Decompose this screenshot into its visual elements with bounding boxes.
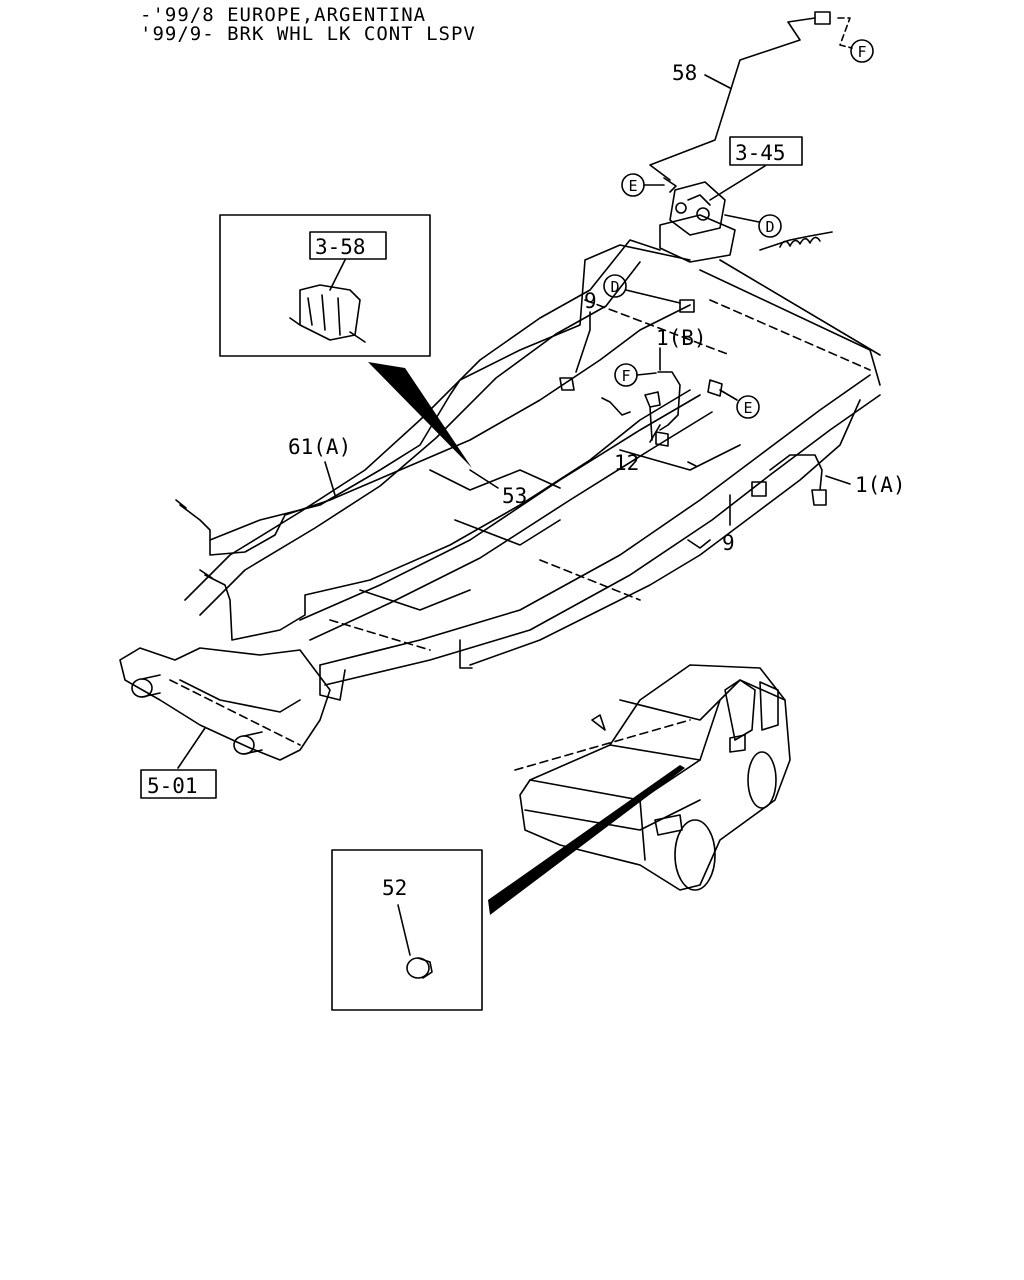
callout-3-58: 3-58 <box>315 235 366 259</box>
brake-hose-1a <box>769 454 823 491</box>
callout-53: 53 <box>502 484 527 508</box>
marker-d-frame-label: D <box>610 278 619 296</box>
callout-5-01: 5-01 <box>147 774 198 798</box>
callout-3-45: 3-45 <box>735 141 786 165</box>
header-line-2: '99/9- BRK WHL LK CONT LSPV <box>140 23 476 45</box>
callout-58: 58 <box>672 61 697 85</box>
callout-1b: 1(B) <box>656 326 707 350</box>
inset-box-clip <box>219 214 431 357</box>
header-line-1: -'99/8 EUROPE,ARGENTINA <box>140 4 427 26</box>
callout-61a: 61(A) <box>288 435 351 459</box>
marker-e-valve-label: E <box>628 177 637 195</box>
callout-1a: 1(A) <box>855 473 906 497</box>
marker-f-top-label: F <box>857 43 866 61</box>
marker-d-frame <box>603 274 627 298</box>
marker-f-hose-label: F <box>621 367 630 385</box>
marker-d-valve <box>758 214 782 238</box>
lspv-valve <box>659 177 833 263</box>
inset-box-plug <box>331 849 483 1011</box>
callout-9-upper: 9 <box>584 289 597 313</box>
ref-box-3-45 <box>729 136 803 166</box>
callout-9-lower: 9 <box>722 531 735 555</box>
ref-box-5-01 <box>140 769 217 799</box>
marker-e-frame <box>736 395 760 419</box>
callout-12: 12 <box>614 451 639 475</box>
marker-d-valve-label: D <box>765 218 774 236</box>
chassis-frame <box>119 239 881 761</box>
marker-e-frame-label: E <box>743 399 752 417</box>
brake-pipe-58 <box>649 17 816 181</box>
ref-box-3-58 <box>309 231 387 260</box>
brake-hose-1b <box>657 371 681 431</box>
callout-52: 52 <box>382 876 407 900</box>
hidden-lines <box>169 299 871 771</box>
marker-f-top <box>850 39 874 63</box>
brake-pipe-61a <box>175 304 691 641</box>
vehicle-illustration <box>519 664 791 891</box>
